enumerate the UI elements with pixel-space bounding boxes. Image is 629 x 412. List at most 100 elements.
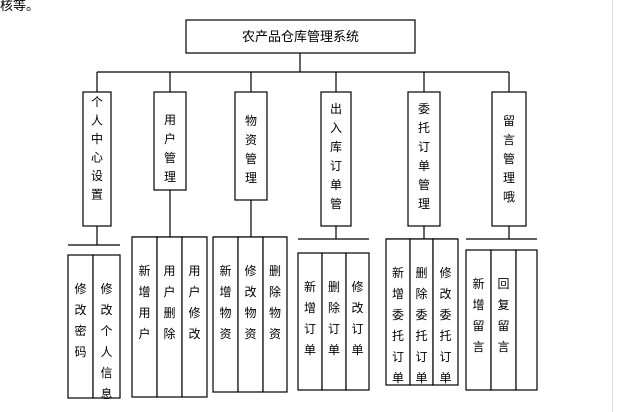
child-label-3-1-char: 订: [328, 322, 340, 336]
child-node-3-2: [345, 252, 370, 391]
child-label-3-2-char: 修: [351, 279, 363, 294]
module-node-2: [234, 91, 268, 201]
module-label-5-char: 言: [503, 133, 515, 147]
module-label-3-char: 单: [330, 178, 342, 192]
module-label-4-char: 单: [418, 159, 430, 173]
child-label-0-0-char: 修: [74, 281, 86, 296]
module-label-5-char: 哦: [503, 190, 515, 204]
module-node-1: [153, 91, 187, 191]
module-label-0-char: 人: [91, 114, 103, 128]
module-label-3-char: 订: [330, 159, 342, 173]
module-label-3-char: 出: [330, 102, 342, 116]
module-label-0-char: 个: [91, 95, 103, 109]
child-label-2-2-char: 物: [269, 306, 281, 320]
child-label-4-2-char: 单: [439, 371, 451, 385]
module-label-1-char: 用: [164, 113, 176, 127]
child-node-5-2: [515, 249, 538, 391]
module-label-1-char: 理: [164, 170, 176, 184]
child-node-5-1: [490, 249, 517, 391]
child-label-2-2-char: 除: [269, 284, 281, 299]
root-node-label: 农产品仓库管理系统: [242, 29, 359, 45]
child-label-5-0-char: 新: [472, 276, 484, 291]
child-label-4-1-char: 删: [415, 266, 427, 280]
module-label-1-char: 管: [164, 150, 176, 165]
child-label-1-2-char: 改: [188, 327, 200, 341]
module-label-2-char: 资: [245, 133, 257, 147]
top-text-fragment: 核等。: [0, 0, 40, 14]
module-label-3-char: 管: [330, 196, 342, 211]
child-label-3-2-char: 单: [351, 343, 363, 357]
child-label-0-0-char: 改: [74, 303, 86, 317]
child-label-4-2-char: 改: [439, 287, 451, 301]
child-label-0-1-char: 人: [100, 345, 112, 359]
child-label-4-0-char: 增: [392, 287, 404, 301]
root-node: [185, 19, 416, 54]
child-node-1-2: [181, 236, 208, 398]
child-label-2-1-char: 物: [244, 306, 256, 320]
module-label-4-char: 订: [418, 140, 430, 154]
child-node-2-2: [262, 236, 288, 393]
child-label-3-0-char: 新: [304, 279, 316, 294]
child-label-3-0-char: 增: [304, 301, 316, 315]
child-label-2-0-char: 增: [219, 285, 231, 299]
child-label-1-0-char: 增: [138, 285, 150, 299]
child-node-3-0: [297, 252, 323, 391]
child-label-1-1-char: 删: [163, 306, 175, 320]
child-label-1-2-char: 用: [188, 264, 200, 278]
module-label-5-char: 留: [503, 114, 515, 128]
child-label-4-2-char: 委: [439, 308, 451, 322]
child-node-1-1: [156, 236, 183, 398]
module-label-2-char: 理: [245, 171, 257, 185]
module-label-0-char: 心: [91, 151, 103, 165]
child-label-1-0-char: 户: [138, 326, 150, 341]
child-label-4-0-char: 新: [392, 265, 404, 280]
child-node-2-0: [212, 236, 239, 393]
child-label-4-0-char: 订: [392, 350, 404, 364]
child-label-4-0-char: 单: [392, 371, 404, 385]
module-label-4-char: 管: [418, 177, 430, 192]
child-label-4-1-char: 单: [415, 371, 427, 385]
child-node-3-1: [321, 252, 347, 391]
child-label-4-1-char: 除: [415, 286, 427, 301]
module-label-4-char: 委: [418, 102, 430, 116]
module-label-5-char: 管: [503, 151, 515, 166]
child-label-1-1-char: 户: [163, 284, 175, 299]
module-node-4: [407, 91, 441, 227]
child-label-4-2-char: 订: [439, 350, 451, 364]
child-label-4-2-char: 托: [439, 329, 451, 343]
child-label-4-2-char: 修: [439, 265, 451, 280]
child-label-3-2-char: 改: [351, 301, 363, 315]
child-label-2-1-char: 改: [244, 285, 256, 299]
module-label-5-char: 理: [503, 171, 515, 185]
module-label-4-char: 理: [418, 197, 430, 211]
child-label-2-2-char: 删: [269, 264, 281, 278]
child-node-1-0: [131, 236, 158, 398]
child-label-0-1-char: 信: [100, 366, 112, 380]
child-label-1-0-char: 用: [138, 306, 150, 320]
child-label-5-0-char: 增: [472, 298, 484, 312]
child-label-4-1-char: 委: [415, 308, 427, 322]
child-label-3-1-char: 除: [328, 300, 340, 315]
child-label-0-1-char: 个: [100, 324, 112, 338]
child-node-0-1: [92, 254, 121, 399]
module-label-1-char: 户: [164, 131, 176, 146]
child-node-0-0: [67, 254, 94, 399]
child-label-1-1-char: 用: [163, 264, 175, 278]
child-label-5-1-char: 回: [497, 277, 509, 291]
child-label-4-1-char: 订: [415, 350, 427, 364]
child-label-3-2-char: 订: [351, 322, 363, 336]
child-label-4-1-char: 托: [415, 329, 427, 343]
child-node-5-0: [465, 249, 492, 391]
child-label-0-1-char: 息: [100, 386, 112, 401]
child-label-0-1-char: 改: [100, 303, 112, 317]
child-label-5-1-char: 言: [497, 340, 509, 354]
module-label-3-char: 库: [330, 139, 342, 154]
child-label-3-1-char: 单: [328, 343, 340, 357]
child-node-2-1: [237, 236, 264, 393]
child-label-4-0-char: 委: [392, 308, 404, 322]
child-label-3-0-char: 单: [304, 343, 316, 357]
child-label-0-0-char: 密: [74, 323, 86, 338]
child-label-2-0-char: 新: [219, 263, 231, 278]
child-label-5-0-char: 留: [472, 319, 484, 333]
